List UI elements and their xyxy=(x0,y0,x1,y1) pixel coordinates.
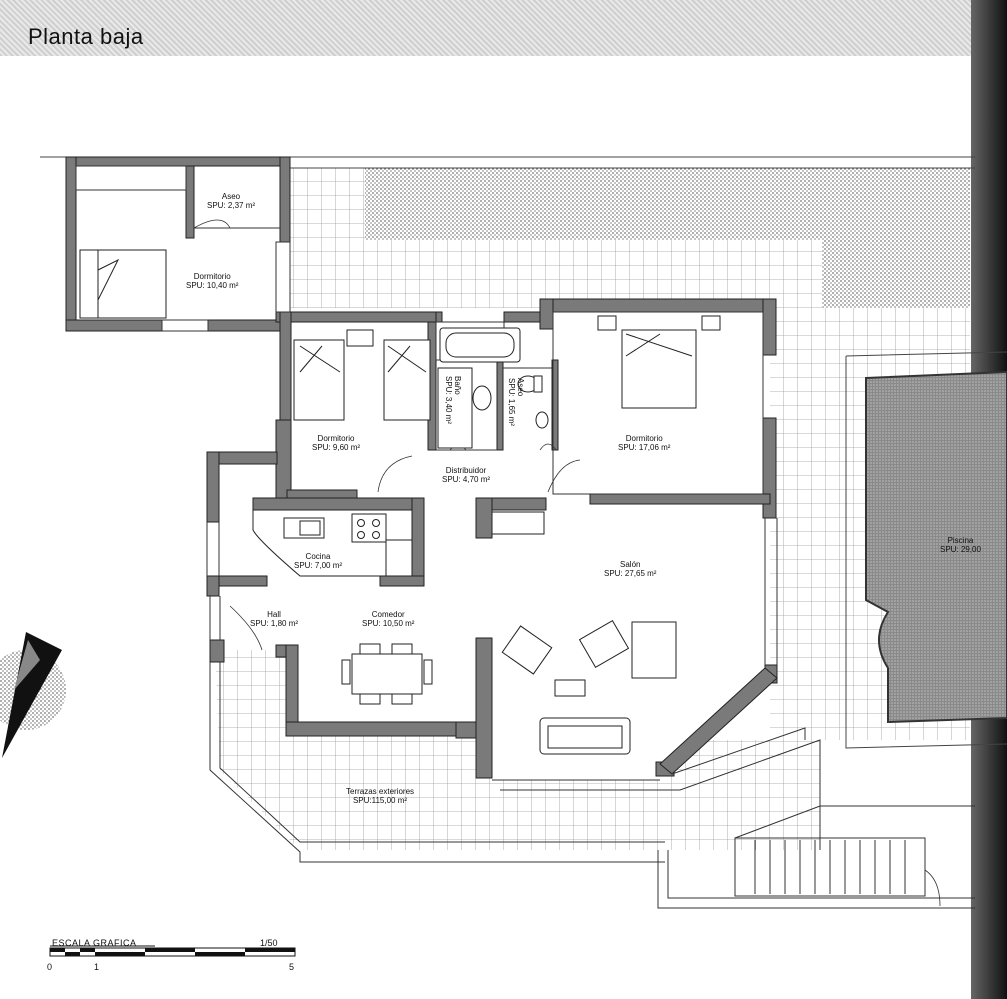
room-name: Comedor xyxy=(371,610,405,619)
outlines xyxy=(75,165,975,909)
room-area: SPU: 29,00 xyxy=(940,545,981,554)
dining-table xyxy=(341,643,433,705)
room-name: Terrazas exteriores xyxy=(346,787,415,796)
pool xyxy=(845,351,1007,749)
room-area: SPU: 3,40 m² xyxy=(444,376,453,425)
stairs xyxy=(754,840,906,894)
room-label-dormitorio-2: Dormitorio SPU: 9,60 m² xyxy=(312,434,360,452)
room-area: SPU: 7,00 m² xyxy=(294,561,343,570)
room-area: SPU: 1,80 m² xyxy=(250,619,299,628)
room-label-hall: Hall SPU: 1,80 m² xyxy=(250,610,298,628)
room-label-aseo-top: Aseo SPU: 2,37 m² xyxy=(207,192,255,210)
room-name: Piscina xyxy=(947,536,974,545)
room-area: SPU:115,00 m² xyxy=(352,796,408,805)
room-area: SPU: 9,60 m² xyxy=(312,443,361,452)
room-name: Cocina xyxy=(305,552,331,561)
scale-title: ESCALA GRAFICA xyxy=(52,938,137,948)
room-label-aseo: Aseo SPU: 1,65 m² xyxy=(507,378,525,426)
gravel-area xyxy=(365,168,970,240)
scale-ratio: 1/50 xyxy=(260,938,278,948)
room-name: Aseo xyxy=(221,192,241,201)
room-label-salon: Salón SPU: 27,65 m² xyxy=(604,560,656,578)
room-name: Aseo xyxy=(516,378,525,397)
gravel-area-2 xyxy=(822,236,970,308)
room-label-dormitorio-main: Dormitorio SPU: 17,06 m² xyxy=(618,434,670,452)
room-label-piscina: Piscina SPU: 29,00 xyxy=(940,536,981,554)
room-area: SPU: 1,65 m² xyxy=(507,378,516,427)
walls xyxy=(65,156,778,779)
room-area: SPU: 2,37 m² xyxy=(207,201,256,210)
north-arrow xyxy=(0,632,66,758)
plan-title: Planta baja xyxy=(28,24,144,49)
scale-tick-1: 1 xyxy=(94,962,100,972)
door-swings xyxy=(193,219,941,907)
room-label-terrazas: Terrazas exteriores SPU:115,00 m² xyxy=(346,787,414,805)
room-name: Baño xyxy=(453,376,462,395)
kitchen-fixtures xyxy=(252,509,545,577)
room-name: Distribuidor xyxy=(445,466,487,475)
header-band xyxy=(0,0,1007,56)
room-label-cocina: Cocina SPU: 7,00 m² xyxy=(294,552,342,570)
scale-tick-5: 5 xyxy=(289,962,295,972)
room-name: Salón xyxy=(620,560,641,569)
room-name: Dormitorio xyxy=(317,434,355,443)
room-label-distribuidor: Distribuidor SPU: 4,70 m² xyxy=(442,466,490,484)
room-name: Dormitorio xyxy=(625,434,663,443)
room-name: Dormitorio xyxy=(193,272,231,281)
beds xyxy=(79,249,721,421)
room-area: SPU: 10,40 m² xyxy=(186,281,239,290)
room-area: SPU: 4,70 m² xyxy=(442,475,491,484)
scale-tick-0: 0 xyxy=(47,962,53,972)
scale-bar xyxy=(49,945,296,957)
room-label-bano: Baño SPU: 3,40 m² xyxy=(444,376,462,424)
living-furniture xyxy=(501,619,677,755)
room-label-dormitorio-annex: Dormitorio SPU: 10,40 m² xyxy=(186,272,238,290)
room-area: SPU: 27,65 m² xyxy=(604,569,657,578)
room-area: SPU: 17,06 m² xyxy=(618,443,671,452)
room-area: SPU: 10,50 m² xyxy=(362,619,415,628)
bath-fixtures xyxy=(437,327,549,449)
room-label-comedor: Comedor SPU: 10,50 m² xyxy=(362,610,414,628)
room-name: Hall xyxy=(267,610,281,619)
